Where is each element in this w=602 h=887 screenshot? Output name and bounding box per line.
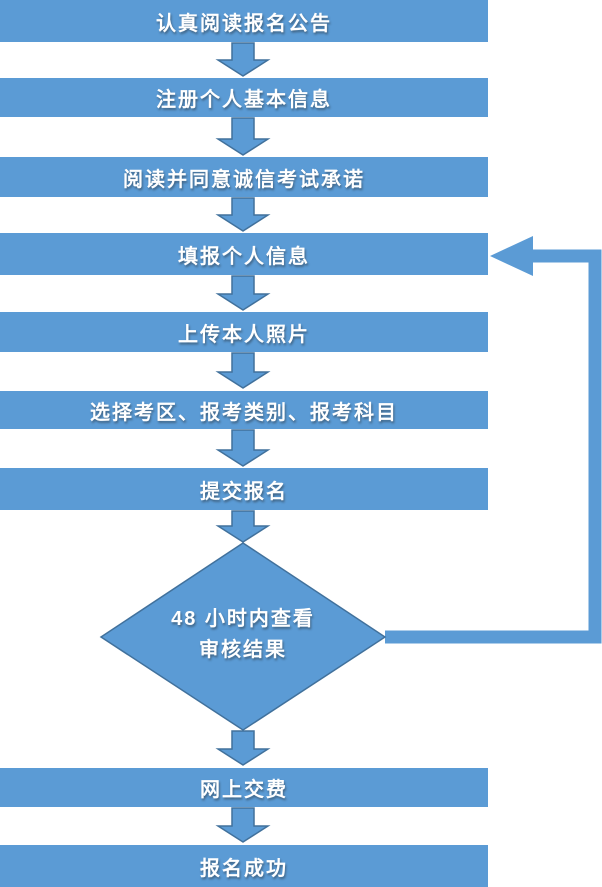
flow-step-register-basic-info: 注册个人基本信息 (0, 78, 488, 117)
loop-connector (385, 249, 602, 644)
down-arrow-icon-7 (215, 510, 271, 543)
down-arrow-icon-3 (215, 197, 271, 232)
down-arrow-icon-4 (215, 275, 271, 311)
flow-step-pay-online: 网上交费 (0, 768, 488, 807)
down-arrow-icon-2 (215, 117, 271, 156)
loop-left-arrowhead-icon (490, 236, 533, 276)
decision-label-line2: 审核结果 (199, 639, 287, 661)
flow-step-submit-registration: 提交报名 (0, 468, 488, 510)
flow-step-select-exam-options: 选择考区、报考类别、报考科目 (0, 391, 488, 429)
flow-step-upload-photo: 上传本人照片 (0, 312, 488, 352)
decision-label-line1: 48 小时内查看 (171, 608, 315, 630)
down-arrow-icon-1 (215, 42, 271, 77)
flow-step-fill-personal-info: 填报个人信息 (0, 233, 488, 275)
flow-step-agree-honesty-pledge: 阅读并同意诚信考试承诺 (0, 157, 488, 197)
flow-step-registration-success: 报名成功 (0, 845, 488, 887)
down-arrow-icon-9 (215, 807, 271, 843)
down-arrow-icon-5 (215, 352, 271, 389)
decision-label: 48 小时内查看 审核结果 (101, 604, 385, 666)
down-arrow-icon-6 (215, 429, 271, 467)
decision-diamond (99, 542, 387, 731)
flow-step-read-announcement: 认真阅读报名公告 (0, 0, 488, 42)
down-arrow-icon-8 (215, 730, 271, 766)
